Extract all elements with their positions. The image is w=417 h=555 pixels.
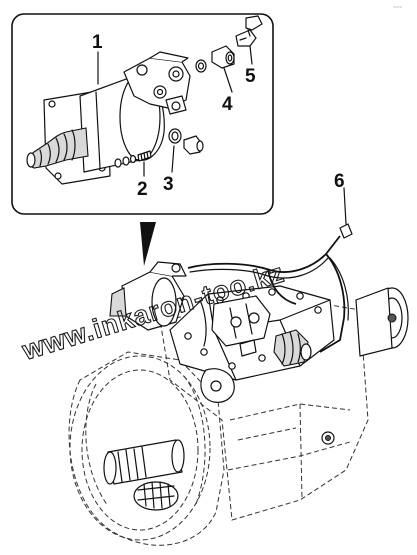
callout-4: 4 bbox=[222, 94, 233, 115]
gearbox-assembly bbox=[68, 187, 409, 546]
callout-3: 3 bbox=[163, 174, 174, 195]
detail-inset: 1 2 3 4 5 bbox=[11, 13, 274, 215]
pointer-arrow bbox=[140, 222, 156, 266]
corner-mark: ~~~ bbox=[393, 5, 402, 11]
banjo-elbow-fitting bbox=[235, 15, 263, 47]
callout-6: 6 bbox=[334, 171, 345, 192]
clutch-servo-cylinder bbox=[26, 51, 191, 185]
bearing bbox=[133, 481, 179, 511]
input-shaft bbox=[103, 439, 185, 485]
oring-and-nipple bbox=[168, 128, 204, 155]
oring-and-union bbox=[195, 45, 235, 73]
callout-1: 1 bbox=[92, 32, 103, 53]
leader-lines-inset bbox=[97, 45, 253, 177]
callout-5: 5 bbox=[245, 66, 256, 87]
callout-2: 2 bbox=[137, 179, 148, 200]
bolt-with-washers bbox=[114, 150, 152, 168]
